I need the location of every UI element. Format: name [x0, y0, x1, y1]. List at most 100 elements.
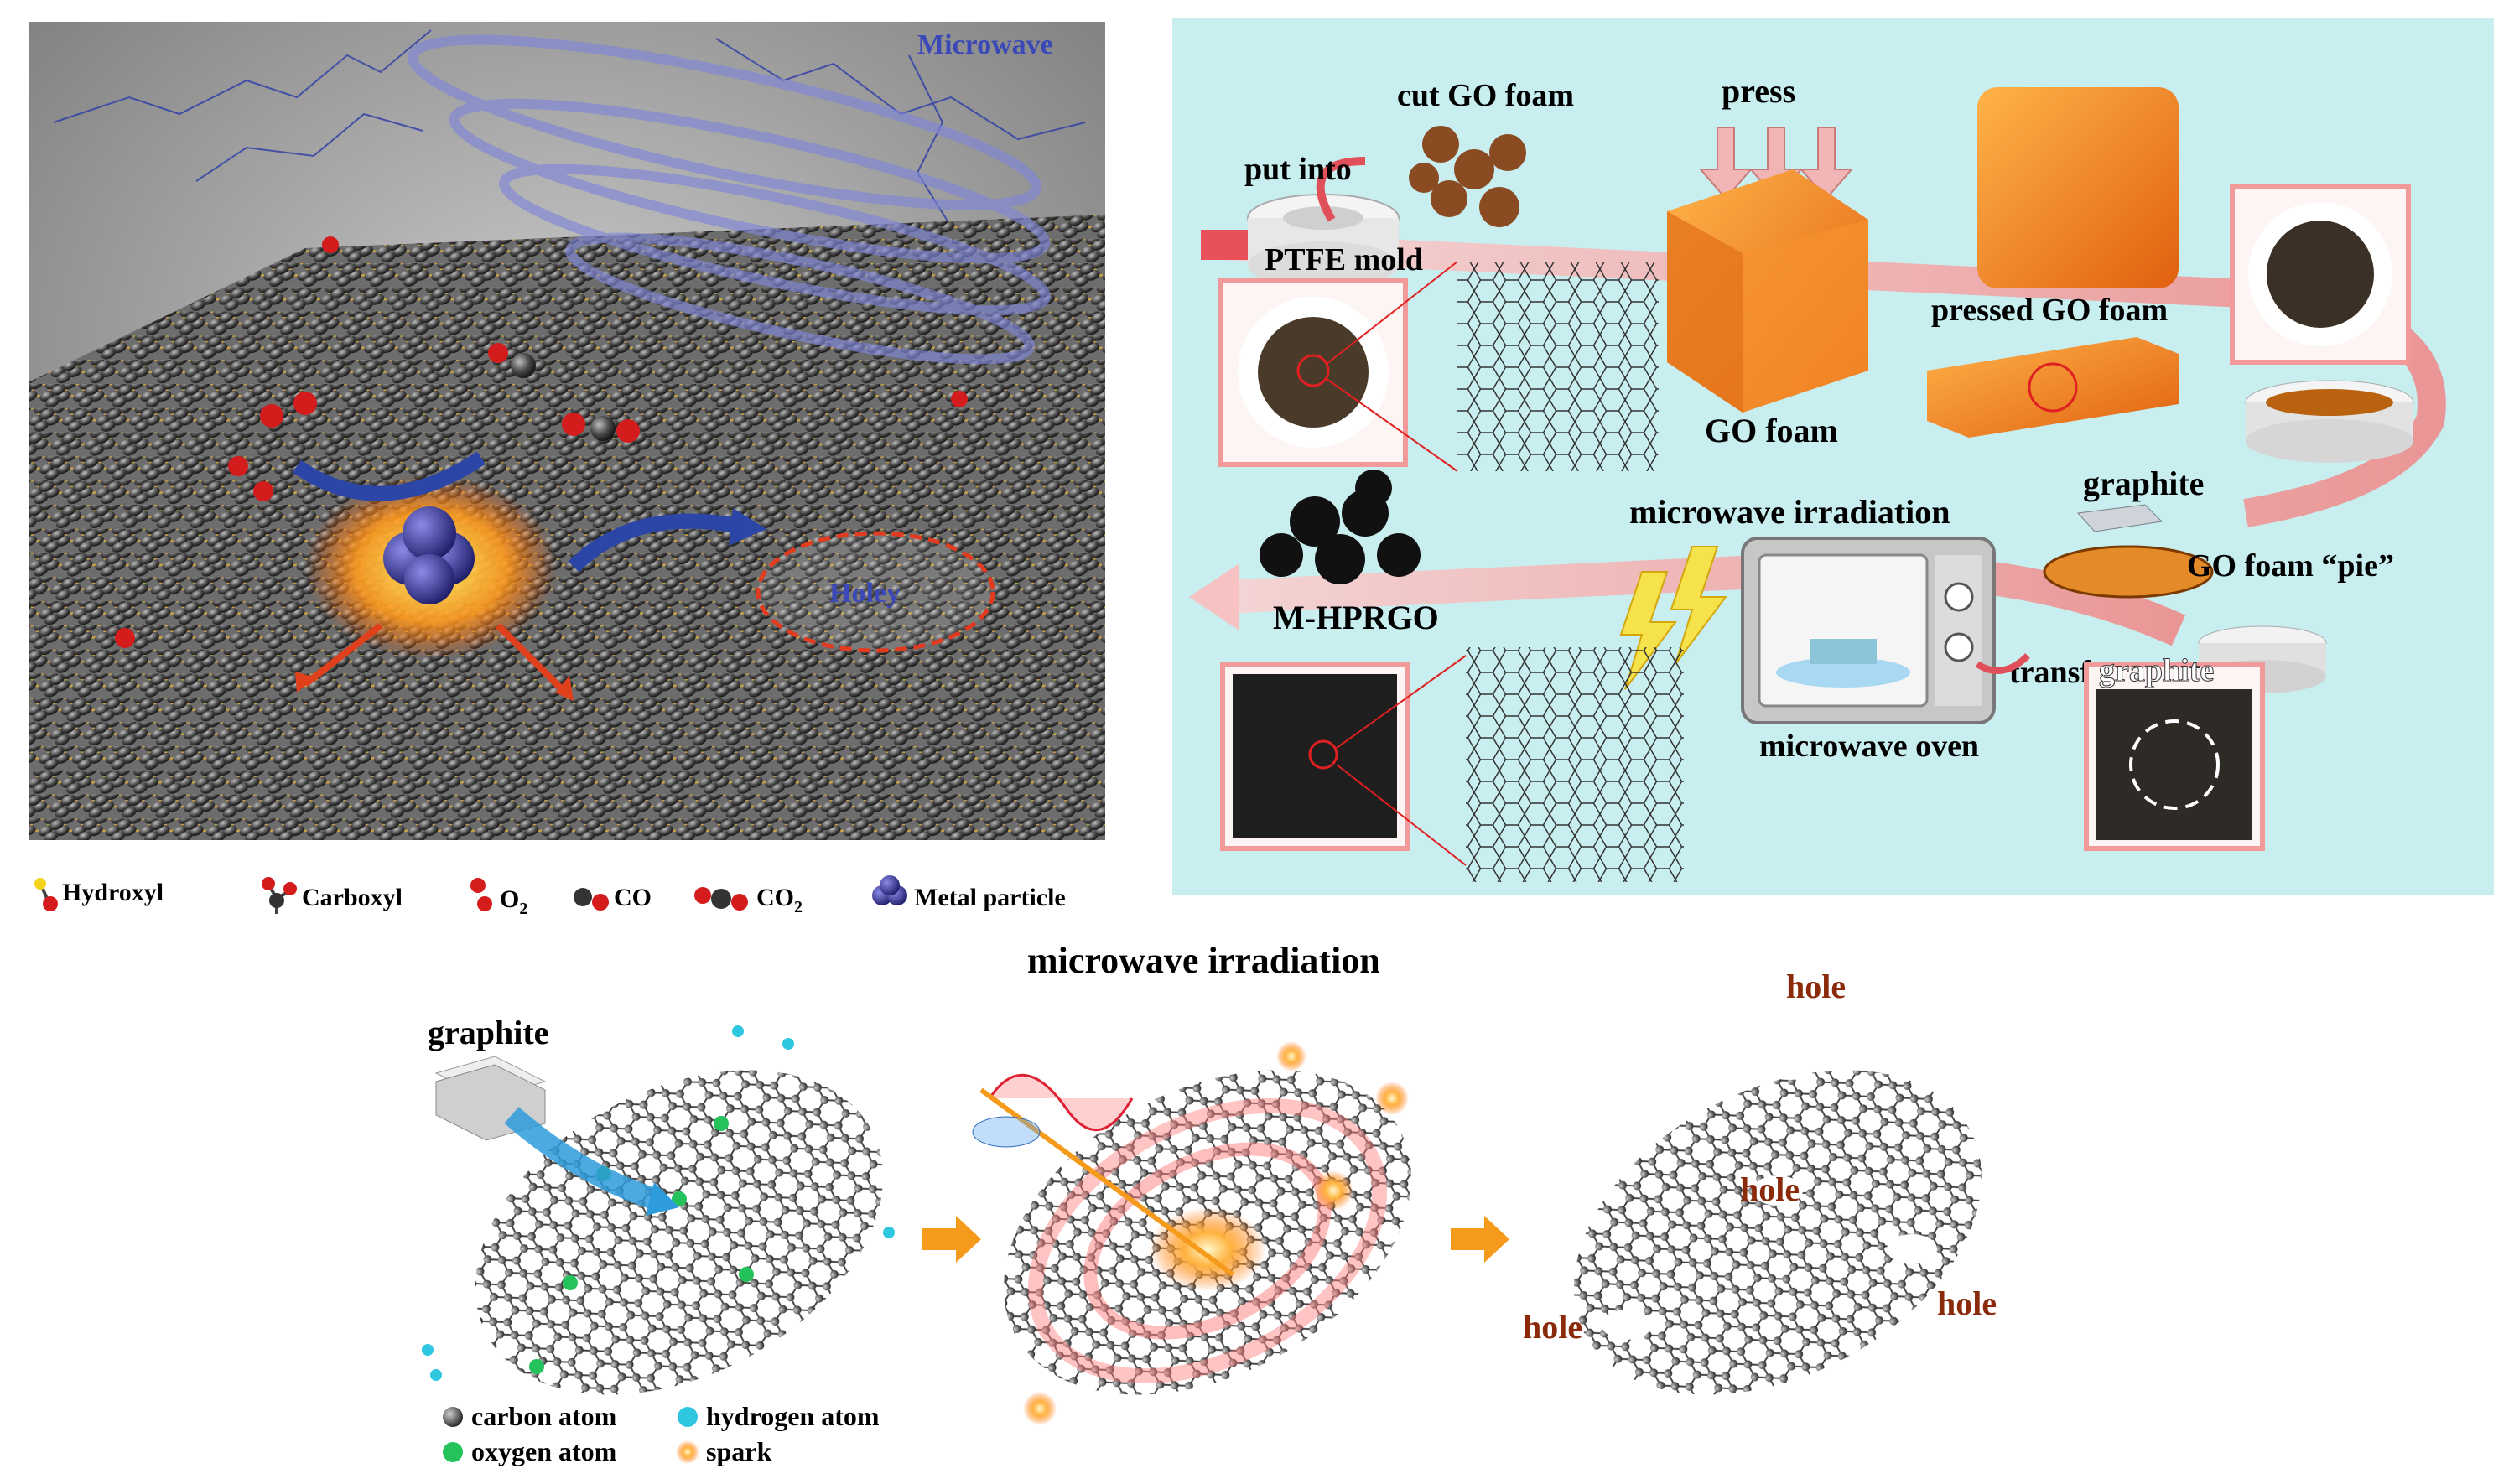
hole-3: [1887, 1234, 1937, 1264]
microwave-coil: [408, 34, 1051, 365]
oxygen-groups: [115, 236, 968, 648]
put-into-arrow: [1316, 157, 1366, 222]
hole-1: [1765, 1050, 1815, 1080]
hole-label-4: hole: [1523, 1308, 1582, 1346]
holey-label: Holey: [829, 578, 901, 609]
holey-region: [756, 531, 995, 653]
go-foam-cube: [1667, 169, 1868, 413]
graphite-photo-label: graphite: [2099, 653, 2214, 688]
zoom-circle-3: [1308, 739, 1338, 770]
cut-go-foam-label: cut GO foam: [1397, 78, 1574, 113]
panel-a-legend-svg: Hydroxyl Carboxyl O2 CO CO2 Metal partic…: [34, 875, 1066, 918]
hydroxyl-icon: [34, 878, 58, 911]
go-foam-label: GO foam: [1705, 412, 1838, 449]
o2-icon: [470, 878, 492, 911]
graphite-plate: [2076, 504, 2163, 532]
curved-arrow-right: [568, 513, 735, 573]
go-lattice: [1457, 262, 1659, 471]
holey-lattice: [1466, 647, 1684, 882]
legend-co: CO: [614, 884, 652, 911]
co2-icon: [694, 887, 748, 911]
oxygen-atom-icon: [443, 1442, 463, 1462]
legend-carboxyl: Carboxyl: [302, 884, 403, 911]
central-spark: [1149, 1207, 1266, 1291]
panel-b-svg: put into PTFE mold cut GO foam press GO …: [1172, 18, 2494, 895]
hole-label-3: hole: [1937, 1284, 1997, 1322]
hole-4: [1602, 1310, 1652, 1340]
curved-arrow-left: [292, 451, 486, 501]
filled-mold: [2245, 380, 2414, 463]
flow-arrow-tail: [1201, 230, 1251, 260]
go-foam-pie: [2043, 545, 2214, 599]
co-icon: [574, 888, 609, 911]
hydrogen-atom-icon: [678, 1407, 698, 1427]
metal-particle-icon: [872, 875, 907, 905]
hole-2: [1753, 1175, 1803, 1206]
process-arrow-2: [1451, 1216, 1509, 1263]
legend-spark: spark: [706, 1436, 771, 1466]
legend-hydrogen-atom: hydrogen atom: [706, 1401, 880, 1431]
metal-particle: [383, 506, 475, 604]
m-hprgo-photo: [1233, 674, 1397, 838]
zoom-line-3a: [1336, 655, 1467, 749]
ptfe-mold-label: PTFE mold: [1265, 242, 1423, 278]
legend-o2: O2: [500, 885, 527, 918]
microwave-wave: [972, 1074, 1234, 1277]
spark-arrow-left-head: [295, 672, 315, 693]
panel-c-title: microwave irradiation: [1027, 940, 1380, 981]
bottom-flow-arrow-head: [1189, 563, 1239, 630]
co-molecule: [590, 416, 616, 441]
carbon-atom-icon: [443, 1407, 463, 1427]
heat-ring-outer: [1027, 1097, 1388, 1384]
zoom-line-3b: [1336, 764, 1467, 866]
panel-a-holey-graphene-illustration: Microwave Holey: [29, 22, 1105, 840]
panel-c-legend: carbon atom hydrogen atom oxygen atom sp…: [443, 1401, 880, 1466]
graphene-sheet-3: [1573, 1070, 1982, 1395]
go-foam-pie-label: GO foam “pie”: [2187, 548, 2394, 584]
hole-label-2: hole: [1740, 1170, 1800, 1208]
sparks-2: [1023, 1041, 1409, 1425]
panel-a-svg: Microwave Holey: [29, 22, 1105, 840]
microwave-irradiation-label: microwave irradiation: [1629, 493, 1950, 531]
graphite-label: graphite: [428, 1014, 548, 1051]
graphite-dashed-circle: [2129, 719, 2220, 810]
microwave-oven-label-line1: microwave oven: [1759, 729, 1979, 764]
spark-arrow-right: [496, 623, 568, 695]
go-foam-sample: [1258, 317, 1369, 428]
carboxyl-icon: [262, 877, 297, 914]
legend-co2: CO2: [756, 884, 803, 916]
cut-go-foam-pieces: [1409, 126, 1526, 227]
panel-a-legend: Hydroxyl Carboxyl O2 CO CO2 Metal partic…: [25, 870, 1115, 921]
legend-oxygen-atom: oxygen atom: [471, 1436, 617, 1466]
arrow-head-right: [729, 508, 766, 546]
hydrogen-atoms-1: [422, 1025, 895, 1381]
graphite-top-label: graphite: [2083, 464, 2204, 502]
panel-b-process-flow: put into PTFE mold cut GO foam press GO …: [1172, 18, 2494, 895]
m-hprgo-flakes: [1260, 470, 1421, 584]
process-arrow-1: [922, 1216, 981, 1263]
carbon-atom: [511, 353, 536, 378]
legend-carbon-atom: carbon atom: [471, 1401, 617, 1431]
graphite-photo: [2096, 689, 2252, 840]
spark-arrow-right-head: [555, 676, 574, 701]
spark-arrow-left: [303, 622, 383, 688]
ptfe-mold: [1247, 194, 1400, 288]
zoom-line-1a: [1326, 261, 1458, 365]
m-hprgo-label: M-HPRGO: [1273, 599, 1439, 636]
panel-c-microwave-schematic: microwave irradiation graphite: [403, 931, 2088, 1480]
zoom-circle-1: [1296, 354, 1330, 387]
pressed-go-foam-label: pressed GO foam: [1931, 293, 2168, 328]
dish-photo-sample: [2267, 221, 2374, 328]
legend-hydroxyl: Hydroxyl: [62, 879, 164, 906]
zoom-circle-2: [2028, 362, 2078, 413]
microwave-label: Microwave: [917, 29, 1053, 60]
spark-icon: [676, 1440, 699, 1464]
graphite-blue-arrow: [504, 1107, 658, 1210]
pressed-foam-slab: [1927, 337, 2179, 438]
press-label: press: [1722, 72, 1795, 110]
put-into-label: put into: [1244, 152, 1352, 187]
graphite-blue-arrow-head: [646, 1182, 679, 1216]
zoom-line-1b: [1326, 378, 1458, 472]
transfer-arrow: [1975, 653, 2030, 674]
pressed-foam-closeup: [1977, 87, 2179, 288]
